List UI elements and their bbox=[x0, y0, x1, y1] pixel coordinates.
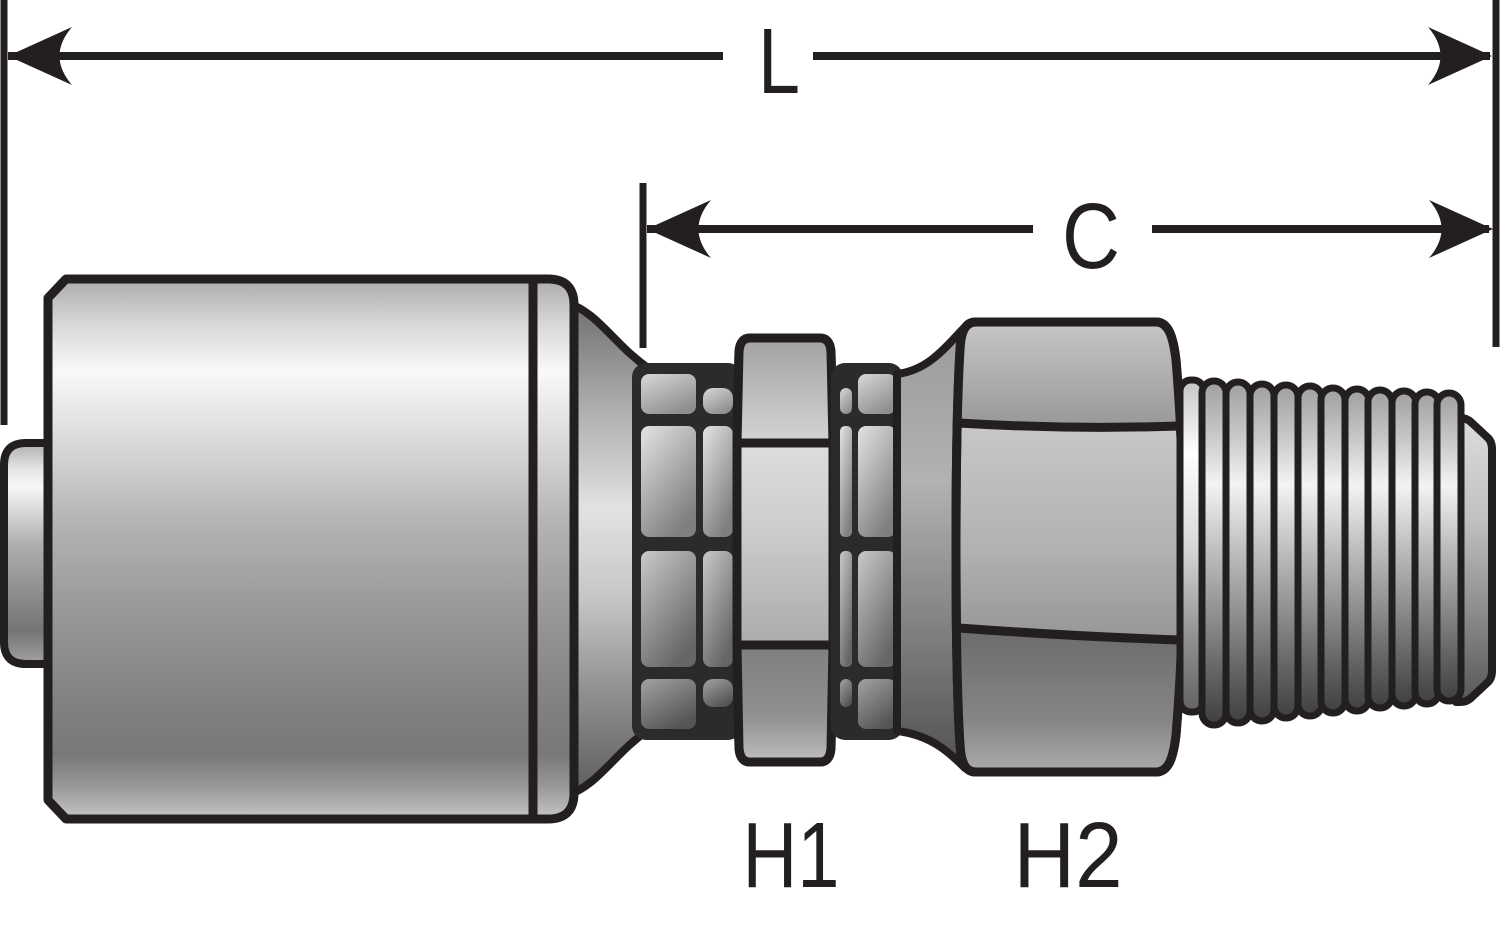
collar-facet bbox=[858, 679, 896, 729]
collar-facet bbox=[703, 551, 733, 667]
ferrule-cap bbox=[528, 274, 579, 824]
dimension-l: L bbox=[0, 0, 1492, 425]
thread-crest bbox=[1246, 380, 1278, 725]
c-arrowhead-right-icon bbox=[1429, 200, 1493, 258]
collar-facet bbox=[641, 551, 696, 667]
thread-crest bbox=[1433, 389, 1465, 705]
collar-right bbox=[831, 363, 903, 740]
dimension-c: C bbox=[639, 0, 1500, 348]
h1-outline bbox=[732, 333, 838, 767]
h2-bottom-facet bbox=[959, 628, 1180, 772]
thread-crests bbox=[1198, 377, 1465, 729]
collar-left bbox=[632, 363, 742, 740]
thread-crest bbox=[1270, 381, 1302, 722]
fitting-illustration bbox=[0, 274, 1496, 824]
c-arrowhead-left-icon bbox=[647, 200, 711, 258]
h2-facet-line bbox=[958, 418, 1181, 432]
thread-crest bbox=[1364, 386, 1396, 712]
collar-facet bbox=[840, 426, 852, 537]
collar-facet bbox=[840, 551, 852, 667]
thread-crest bbox=[1198, 377, 1230, 729]
ferrule-shell bbox=[43, 274, 538, 824]
collar-facet bbox=[858, 551, 896, 667]
collar-facet bbox=[641, 679, 696, 729]
collar-facet bbox=[703, 679, 733, 707]
h2-top-facet bbox=[959, 322, 1180, 428]
collar-facet bbox=[641, 374, 696, 414]
h2-facet-line bbox=[958, 623, 1181, 645]
collar-facet bbox=[641, 426, 696, 537]
h2-label: H2 bbox=[1014, 803, 1123, 907]
thread-crest bbox=[1317, 384, 1349, 717]
h1-bottom-facet bbox=[737, 645, 833, 762]
hose-stub bbox=[0, 439, 58, 668]
c-dimension-label: C bbox=[1062, 184, 1120, 288]
l-arrowhead-left-icon bbox=[8, 27, 72, 85]
l-arrowhead-right-icon bbox=[1428, 27, 1492, 85]
h1-label: H1 bbox=[743, 803, 840, 907]
collar-facet bbox=[858, 426, 896, 537]
collar-facet bbox=[840, 679, 852, 707]
l-dimension-label: L bbox=[758, 9, 800, 113]
collar-facet bbox=[703, 388, 733, 414]
hex-nut-h1 bbox=[732, 333, 838, 767]
h1-top-facet bbox=[737, 338, 833, 443]
thread-crest bbox=[1222, 378, 1254, 727]
collar-facet bbox=[840, 388, 852, 414]
hex-nut-h2 bbox=[951, 317, 1188, 777]
collar-facet bbox=[703, 426, 733, 537]
thread-tip bbox=[1452, 414, 1496, 706]
collar-facet bbox=[858, 374, 896, 414]
